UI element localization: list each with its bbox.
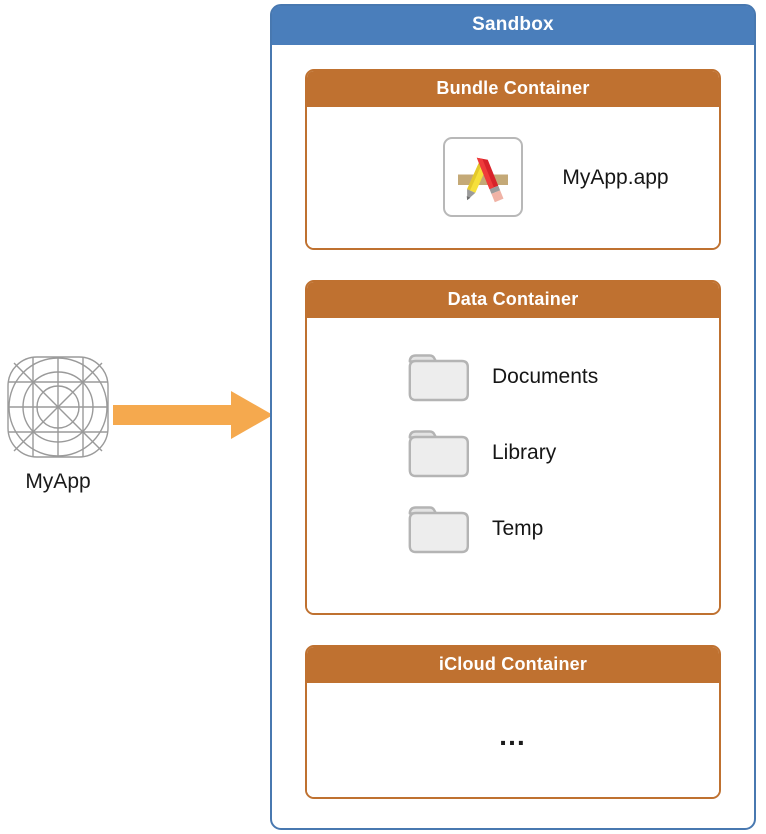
sandbox-title: Sandbox [272, 6, 754, 45]
icloud-container-body: … [307, 682, 719, 797]
right-arrow-icon [113, 391, 273, 439]
sandbox-body: Bundle Container [272, 45, 754, 828]
data-container-title: Data Container [307, 281, 719, 318]
folder-icon [408, 429, 469, 477]
folder-icon [408, 505, 469, 553]
folder-label: Temp [492, 517, 544, 541]
app-source-label: MyApp [25, 470, 91, 493]
icloud-container: iCloud Container … [305, 644, 721, 799]
app-bundle-icon-frame [443, 137, 524, 218]
app-source-group: MyApp [6, 355, 116, 492]
bundle-container-title: Bundle Container [307, 70, 719, 107]
app-grid-template-icon [7, 356, 109, 458]
list-item: Documents [307, 339, 719, 415]
list-item: Library [307, 415, 719, 491]
xcode-app-icon [458, 157, 509, 203]
folder-label: Library [492, 441, 557, 465]
data-container: Data Container Documents Library [305, 279, 721, 615]
ellipsis-icon: … [498, 719, 528, 751]
folder-label: Documents [492, 365, 599, 389]
sandbox-panel: Sandbox Bundle Container [270, 4, 756, 830]
bundle-container: Bundle Container [305, 68, 721, 250]
bundle-item-label: MyApp.app [562, 165, 669, 189]
folder-icon [408, 353, 469, 401]
icloud-container-title: iCloud Container [307, 646, 719, 683]
bundle-container-body: MyApp.app [307, 106, 719, 248]
data-container-body: Documents Library Temp [307, 317, 719, 613]
list-item: Temp [307, 491, 719, 567]
